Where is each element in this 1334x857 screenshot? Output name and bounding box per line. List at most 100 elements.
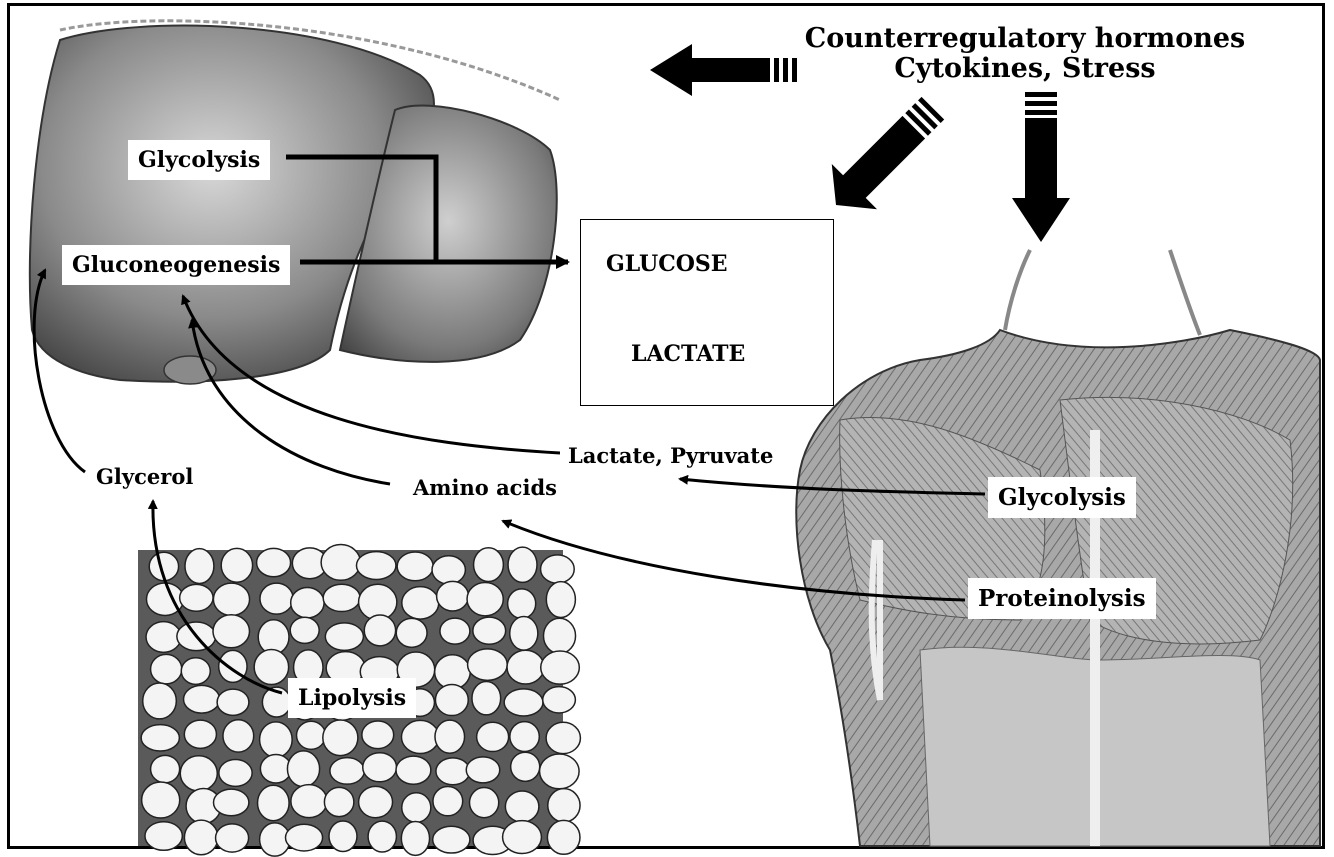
fat-cell: [473, 617, 506, 644]
fat-cell: [223, 720, 254, 752]
fat-cell: [184, 820, 218, 855]
fat-cell: [548, 789, 580, 822]
fat-cell: [543, 687, 576, 713]
fat-cell: [324, 787, 353, 816]
fat-cell: [547, 820, 580, 854]
fat-cell: [321, 545, 360, 581]
fat-cell: [219, 759, 252, 786]
amino-acids-label: Amino acids: [405, 471, 565, 504]
fat-cell: [396, 756, 431, 784]
lactate-pyruvate-label: Lactate, Pyruvate: [560, 439, 781, 472]
liver-glycolysis-label: Glycolysis: [128, 140, 270, 180]
muscle-proteinolysis-label: Proteinolysis: [968, 578, 1156, 619]
liver-gluconeogenesis-label: Gluconeogenesis: [62, 245, 290, 285]
fat-cell: [291, 588, 324, 618]
muscle-glycolysis-label: Glycolysis: [988, 477, 1136, 518]
fat-cell: [433, 787, 463, 816]
fat-cell: [181, 658, 210, 685]
fat-cell: [474, 548, 504, 582]
fat-cell: [142, 782, 180, 818]
muscle-torso-illustration: [796, 250, 1320, 846]
fat-cell: [151, 755, 180, 782]
fat-cell: [503, 821, 542, 854]
fat-cell: [325, 623, 363, 650]
fat-cell: [508, 589, 536, 619]
fat-cell: [440, 618, 470, 644]
fat-cell: [477, 722, 509, 751]
fat-cell: [511, 752, 540, 781]
liver-illustration: [30, 21, 560, 384]
fat-cell: [356, 552, 395, 580]
fat-cell: [543, 618, 575, 653]
fat-cell: [145, 822, 182, 851]
fat-cell: [364, 615, 395, 646]
fat-cell: [510, 722, 539, 752]
fat-cell: [184, 685, 220, 713]
fat-cell: [260, 722, 293, 757]
fat-cell: [329, 821, 357, 852]
fat-cell: [213, 583, 249, 615]
fat-cell: [290, 617, 319, 643]
fat-cell: [505, 791, 539, 822]
fat-cell: [323, 584, 360, 611]
fat-cell: [330, 758, 364, 785]
glucose-label: GLUCOSE: [606, 253, 728, 275]
fat-cell: [510, 617, 538, 651]
fat-cell: [146, 622, 181, 653]
fat-cell: [254, 649, 288, 684]
fat-cell: [472, 682, 501, 715]
fat-cell: [151, 654, 182, 684]
fat-cell: [258, 785, 290, 820]
fat-cell: [508, 547, 537, 582]
fat-cell: [217, 689, 249, 715]
fat-cell: [221, 548, 252, 582]
fat-cell: [467, 582, 503, 615]
fat-cell: [396, 618, 427, 647]
fat-cell: [184, 720, 216, 748]
fat-cell: [546, 722, 580, 753]
hormones-line-2: Cytokines, Stress: [780, 54, 1270, 84]
fat-cell: [541, 555, 575, 583]
fat-cell: [470, 788, 499, 818]
fat-cell: [437, 581, 469, 611]
lactate-label: LACTATE: [631, 343, 745, 365]
fat-cell: [468, 649, 508, 681]
fat-cell: [141, 725, 179, 751]
blood-levels-box: [580, 219, 834, 406]
hormones-line-1: Counterregulatory hormones: [780, 24, 1270, 54]
fat-cell: [297, 721, 326, 749]
fat-cell: [359, 786, 393, 817]
fat-cell: [401, 821, 429, 855]
fat-cell: [291, 785, 327, 818]
fat-cell: [180, 756, 217, 791]
fat-cell: [368, 821, 396, 852]
fat-cell: [260, 583, 293, 614]
fat-cell: [433, 826, 470, 853]
fat-cell: [435, 684, 468, 715]
glycerol-label: Glycerol: [88, 460, 201, 493]
fat-cell: [546, 582, 575, 618]
fat-cell: [257, 548, 291, 576]
fat-cell: [435, 720, 465, 753]
fat-cell: [540, 754, 580, 789]
fat-cell: [402, 587, 439, 619]
fat-cell: [402, 793, 431, 823]
lipolysis-label: Lipolysis: [288, 678, 416, 718]
fat-cell: [180, 584, 213, 611]
fat-cell: [323, 720, 358, 756]
fat-cell: [213, 789, 248, 816]
fat-cell: [436, 758, 470, 785]
fat-cell: [185, 549, 214, 584]
fat-cell: [466, 757, 500, 783]
fat-cell: [541, 651, 580, 684]
fat-cell: [432, 556, 465, 584]
fat-cell: [363, 753, 397, 782]
fat-cell: [507, 650, 544, 684]
fat-cell: [401, 720, 438, 753]
fat-cell: [213, 615, 249, 648]
fat-cell: [285, 824, 322, 851]
fat-cell: [362, 721, 394, 749]
fat-cell: [143, 683, 177, 719]
fat-cell: [287, 751, 319, 787]
